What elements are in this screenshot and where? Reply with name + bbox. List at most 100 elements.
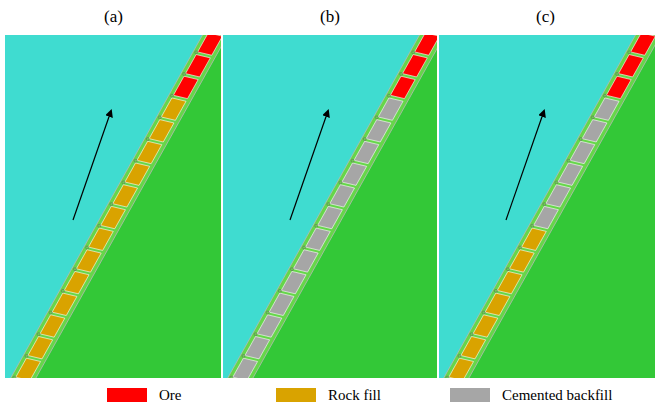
node-dot (146, 138, 149, 141)
node-dot (506, 268, 509, 271)
legend-swatch (276, 388, 316, 402)
stope-block (631, 35, 655, 55)
node-dot (230, 376, 233, 378)
stope-block (558, 163, 583, 185)
stope-block (509, 250, 534, 272)
stope-block (415, 35, 438, 55)
node-dot (555, 181, 558, 184)
stope-block (582, 120, 607, 142)
node-dot (158, 116, 161, 119)
stope-block (88, 228, 113, 250)
stope-block (257, 315, 282, 337)
node-dot (375, 116, 378, 119)
stope-block (342, 163, 367, 185)
node-dot (363, 138, 366, 141)
stope-block (390, 76, 415, 98)
stope-block (330, 185, 355, 207)
legend-text: Cemented backfill (502, 387, 612, 404)
legend-swatch (107, 388, 147, 402)
panel-illustration (438, 35, 655, 378)
node-dot (266, 311, 269, 314)
stope-block (28, 336, 53, 358)
node-dot (567, 159, 570, 162)
node-dot (61, 289, 64, 292)
node-dot (482, 311, 485, 314)
stope-block (534, 206, 559, 228)
node-dot (254, 333, 257, 336)
node-dot (458, 354, 461, 357)
panel-illustration (5, 35, 222, 378)
node-dot (37, 333, 40, 336)
stope-block (570, 141, 595, 163)
node-dot (494, 289, 497, 292)
stope-block (366, 120, 391, 142)
stope-block (52, 293, 77, 315)
stope-block (281, 271, 306, 293)
stope-block (64, 271, 89, 293)
node-dot (110, 203, 113, 206)
legend-item: Cemented backfill (450, 386, 612, 404)
node-dot (400, 72, 403, 75)
node-dot (603, 94, 606, 97)
node-dot (73, 268, 76, 271)
panel-label: (a) (104, 7, 123, 27)
stope-block (318, 206, 343, 228)
stope-block (149, 120, 174, 142)
node-dot (628, 51, 631, 54)
node-dot (25, 354, 28, 357)
legend-swatch (450, 388, 490, 402)
stope-block (245, 336, 270, 358)
stope-block (40, 315, 65, 337)
panel-illustration (222, 35, 438, 378)
node-dot (183, 72, 186, 75)
node-dot (412, 51, 415, 54)
stope-block (161, 98, 186, 120)
node-dot (543, 203, 546, 206)
stope-block (521, 228, 546, 250)
node-dot (387, 94, 390, 97)
orebody-band (438, 35, 655, 378)
node-dot (290, 268, 293, 271)
node-dot (195, 51, 198, 54)
stope-block (185, 55, 210, 77)
node-dot (170, 94, 173, 97)
stope-block (76, 250, 101, 272)
stope-block (449, 358, 474, 378)
stope-block (606, 76, 631, 98)
direction-arrow (506, 111, 544, 220)
footwall (222, 35, 438, 378)
node-dot (134, 159, 137, 162)
node-dot (327, 203, 330, 206)
stope-block (233, 358, 258, 378)
stope-block (101, 206, 126, 228)
node-dot (531, 224, 534, 227)
node-dot (616, 72, 619, 75)
direction-arrow (290, 111, 328, 220)
node-dot (446, 376, 449, 378)
legend-text: Ore (159, 387, 182, 404)
legend-text: Rock fill (328, 387, 381, 404)
orebody-band (5, 35, 222, 378)
node-dot (470, 333, 473, 336)
node-dot (122, 181, 125, 184)
node-dot (351, 159, 354, 162)
stope-block (16, 358, 41, 378)
stope-block (473, 315, 498, 337)
node-dot (49, 311, 52, 314)
stope-block (497, 271, 522, 293)
stope-block (269, 293, 294, 315)
stope-block (402, 55, 427, 77)
stope-block (354, 141, 379, 163)
orebody-band (222, 35, 438, 378)
stope-block (378, 98, 403, 120)
panel-divider (221, 35, 223, 378)
legend-item: Ore (107, 386, 182, 404)
stope-block (594, 98, 619, 120)
legend-item: Rock fill (276, 386, 381, 404)
node-dot (86, 246, 89, 249)
node-dot (98, 224, 101, 227)
stope-block (461, 336, 486, 358)
node-dot (242, 354, 245, 357)
stope-block (137, 141, 162, 163)
panel-label: (c) (536, 7, 555, 27)
